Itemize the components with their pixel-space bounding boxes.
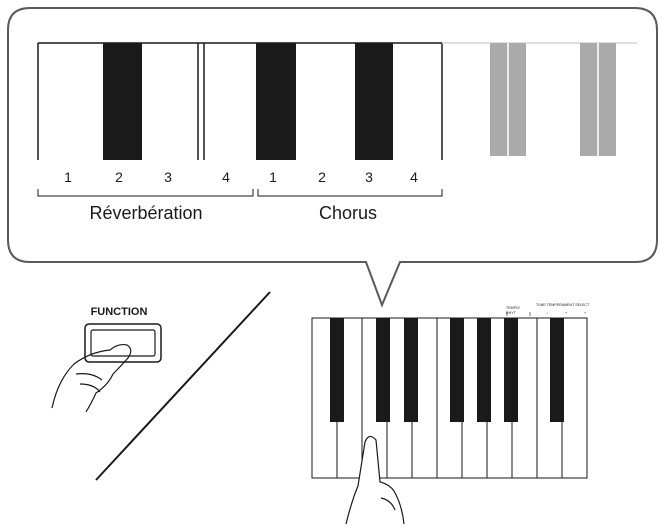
function-button-inner bbox=[90, 329, 156, 357]
white-key[interactable] bbox=[561, 317, 588, 479]
group-label-reverb: Réverbération bbox=[89, 203, 202, 223]
key-number: 3 bbox=[365, 169, 373, 185]
key-number: 2 bbox=[318, 169, 326, 185]
black-key bbox=[355, 43, 393, 160]
black-key bbox=[103, 43, 142, 160]
key-number: 4 bbox=[222, 169, 230, 185]
black-key[interactable] bbox=[330, 318, 344, 422]
chorus-bracket bbox=[257, 189, 443, 197]
key-number: 1 bbox=[64, 169, 72, 185]
panel-label-right: TUNE TEMPERAMENT SELECT bbox=[536, 303, 590, 307]
key-number: 4 bbox=[410, 169, 418, 185]
finger-icon bbox=[345, 435, 405, 525]
black-key[interactable] bbox=[404, 318, 418, 422]
black-key[interactable] bbox=[450, 318, 464, 422]
key-numbers: 1 2 3 4 1 2 3 4 bbox=[64, 169, 418, 185]
black-key bbox=[256, 43, 296, 160]
hand-icon bbox=[51, 343, 132, 413]
reverb-bracket bbox=[37, 189, 254, 197]
group-label-chorus: Chorus bbox=[319, 203, 377, 223]
function-button-label: FUNCTION bbox=[91, 306, 148, 318]
panel-marker: + bbox=[584, 311, 586, 315]
callout-keyboard bbox=[37, 42, 637, 160]
key-number: 3 bbox=[164, 169, 172, 185]
black-key[interactable] bbox=[504, 318, 518, 422]
white-keys bbox=[311, 317, 588, 479]
panel-label-left: TEMPO/ bbox=[506, 306, 520, 310]
black-key[interactable] bbox=[376, 318, 390, 422]
black-key[interactable] bbox=[550, 318, 564, 422]
black-keys bbox=[330, 318, 564, 422]
panel-marker: – bbox=[546, 311, 548, 315]
key-number: 1 bbox=[269, 169, 277, 185]
panel-marker: + bbox=[565, 311, 567, 315]
diagonal-divider bbox=[95, 291, 271, 481]
black-key[interactable] bbox=[477, 318, 491, 422]
piano-keyboard bbox=[311, 317, 588, 479]
key-number: 2 bbox=[115, 169, 123, 185]
panel-label-left-2: RHYT bbox=[506, 311, 517, 315]
